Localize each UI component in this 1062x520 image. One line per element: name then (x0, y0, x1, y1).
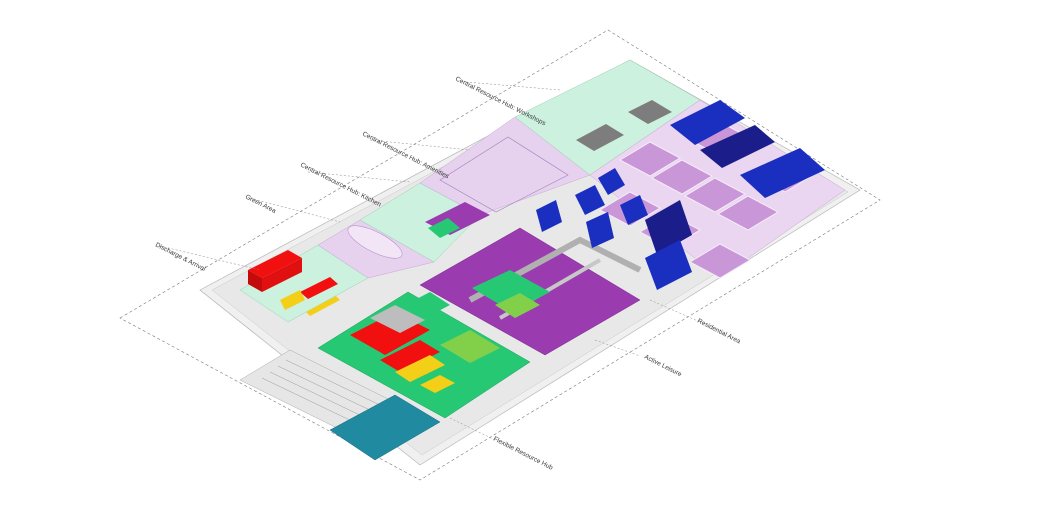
pond-shape (347, 225, 403, 259)
label-discharge-arrival: Discharge & Arrival (154, 242, 207, 274)
label-workshops: Central Resource Hub: Workshops (454, 76, 547, 128)
label-flexible-hub: Flexible Resource Hub (492, 436, 554, 472)
discharge-buildings (248, 250, 340, 316)
kitchen-buildings (425, 202, 490, 238)
amenities-court (439, 136, 569, 213)
hub-buildings (350, 292, 500, 393)
label-residential: Residential Area (696, 318, 742, 346)
teal-hub-block (329, 394, 441, 461)
label-active-leisure: Active Leisure (643, 354, 683, 379)
leader-lines (159, 81, 701, 441)
label-amenities: Central Resource Hub: Amenities (361, 131, 450, 181)
label-green-area: Green Area (244, 194, 277, 216)
residential-buildings (536, 100, 825, 290)
site-boundary-dashed (119, 29, 881, 481)
parking-lines (261, 359, 385, 426)
label-kitchen: Central Resource Hub: Kitchen (299, 162, 382, 209)
leisure-buildings (472, 270, 550, 318)
workshop-buildings (576, 100, 672, 151)
